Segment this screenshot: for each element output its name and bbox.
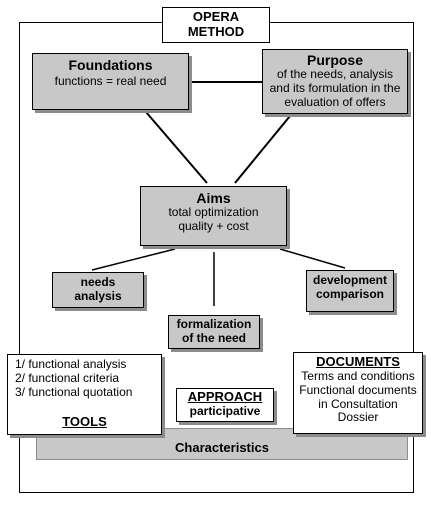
- tools-item-2: 2/ functional criteria: [15, 370, 120, 385]
- aims-line-1: total optimization: [168, 205, 259, 220]
- documents-line-3: in Consultation: [318, 396, 398, 411]
- documents-title: DOCUMENTS: [316, 354, 400, 369]
- aims-line-2: quality + cost: [178, 218, 249, 233]
- documents-line-1: Terms and conditions: [301, 368, 415, 383]
- title-line-1: OPERA: [192, 9, 240, 24]
- purpose-line-3: evaluation of offers: [284, 94, 386, 109]
- foundations-box: Foundations functions = real need: [32, 53, 189, 110]
- connector-purpose-aims: [234, 115, 291, 184]
- approach-title: APPROACH: [187, 389, 263, 404]
- formalization-box: formalization of the need: [168, 315, 260, 349]
- development-line-1: development: [312, 273, 387, 287]
- tools-box: 1/ functional analysis 2/ functional cri…: [7, 354, 162, 435]
- aims-box: Aims total optimization quality + cost: [140, 186, 287, 246]
- documents-line-2: Functional documents: [299, 382, 417, 397]
- documents-box: DOCUMENTS Terms and conditions Functiona…: [293, 352, 423, 434]
- opera-method-title: OPERA METHOD: [162, 7, 270, 43]
- formalization-line-1: formalization: [176, 317, 252, 331]
- tools-item-3: 3/ functional quotation: [15, 384, 133, 399]
- needs-analysis-box: needs analysis: [52, 272, 144, 308]
- formalization-line-2: of the need: [181, 330, 246, 345]
- connector-aims-development: [279, 248, 346, 269]
- connector-foundations-aims: [145, 111, 208, 184]
- approach-box: APPROACH participative: [176, 388, 274, 422]
- needs-analysis-line-1: needs: [80, 275, 116, 289]
- characteristics-label: Characteristics: [175, 440, 269, 455]
- purpose-box: Purpose of the needs, analysis and its f…: [262, 49, 408, 114]
- foundations-text: functions = real need: [54, 74, 167, 89]
- purpose-title: Purpose: [306, 52, 363, 68]
- development-comparison-box: development comparison: [306, 270, 394, 312]
- purpose-line-2: and its formulation in the: [269, 80, 401, 95]
- approach-text: participative: [189, 403, 261, 418]
- title-line-2: METHOD: [187, 23, 245, 39]
- development-line-2: comparison: [315, 286, 384, 301]
- tools-label: TOOLS: [62, 414, 107, 429]
- documents-line-4: Dossier: [337, 410, 379, 425]
- foundations-title: Foundations: [68, 57, 153, 73]
- purpose-line-1: of the needs, analysis: [276, 67, 394, 82]
- tools-item-1: 1/ functional analysis: [15, 357, 127, 371]
- connector-aims-needs: [91, 248, 176, 271]
- aims-title: Aims: [196, 190, 231, 206]
- needs-analysis-line-2: analysis: [74, 288, 122, 303]
